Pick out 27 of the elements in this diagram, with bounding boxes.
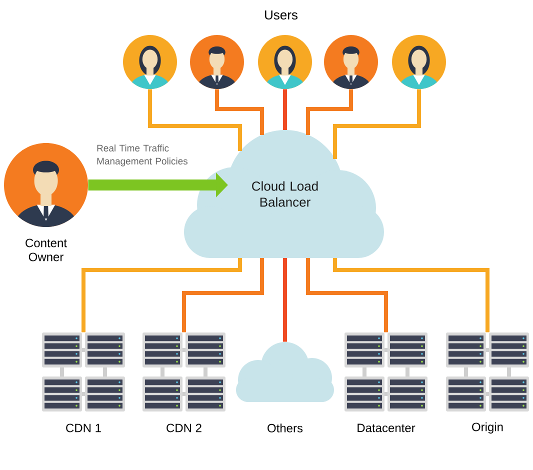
connector-line [283,258,287,342]
connector-line [283,89,287,130]
cloud: Others [236,342,334,432]
connector-line [82,258,242,332]
connector-line [333,89,421,159]
node-label: Others [268,424,303,432]
group-heading: Users [265,10,298,20]
connector-line [182,258,264,332]
node-label: CDN 2 [166,424,202,432]
user-avatar [324,35,378,89]
server-rack-drawing: Origin [446,332,529,434]
node-label: Content Owner [26,238,67,262]
connector-line [306,258,388,332]
connector-line [333,258,490,332]
user-avatar [190,35,244,89]
connector-line [306,89,353,135]
user-avatar [258,35,312,89]
connector-line [148,89,242,151]
server-rack-drawing: Datacenter [344,332,428,432]
node-label: Origin [472,422,503,434]
node-label: Datacenter [358,424,416,432]
user-avatar [392,35,446,89]
server-rack-drawing: CDN 2 [142,332,226,432]
node-label: CDN 1 [66,424,101,432]
connector-line [215,89,264,135]
user-avatar [123,35,177,89]
server-rack-drawing: CDN 1 [42,332,125,432]
